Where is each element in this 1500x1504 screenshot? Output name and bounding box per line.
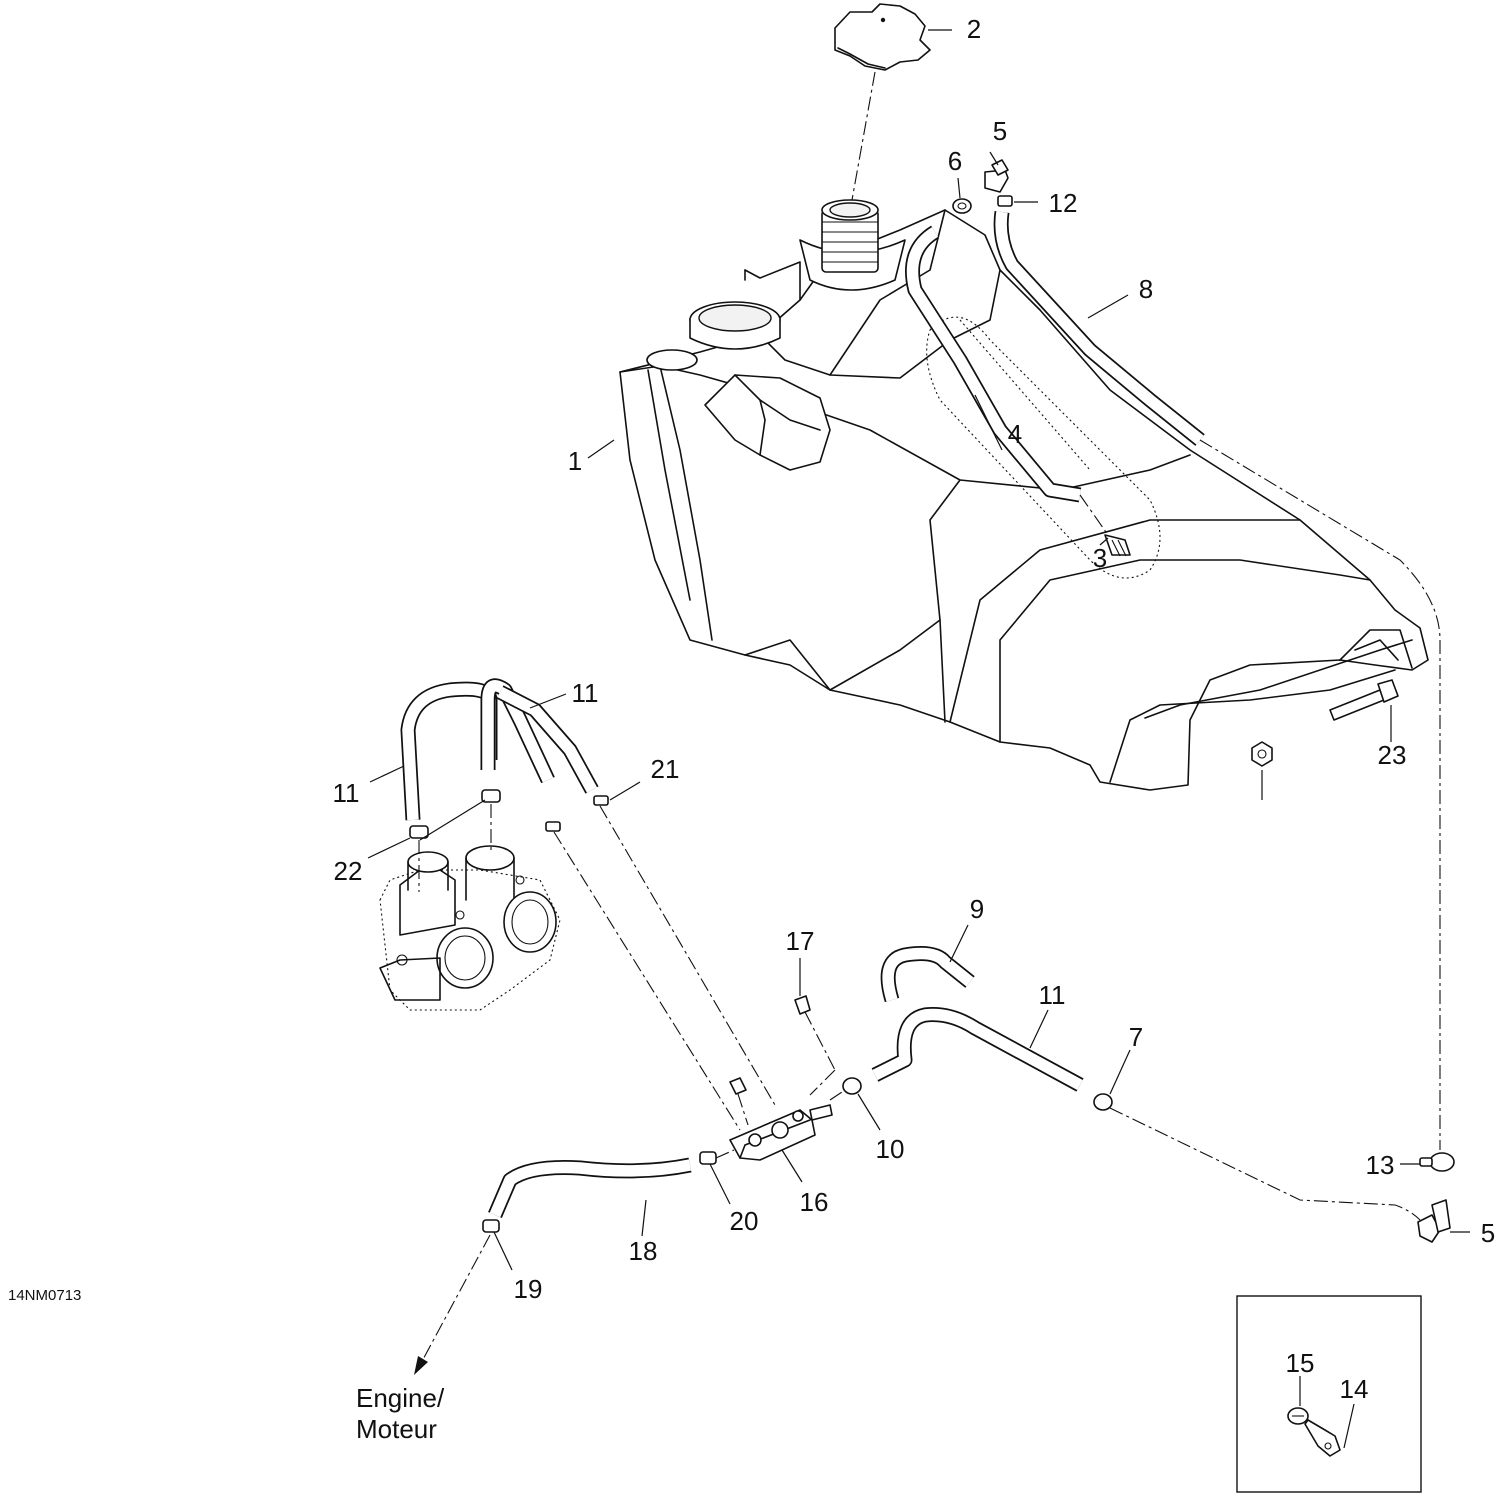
callout-5-top: 5 [993,116,1007,146]
fuel-line-to-engine [488,1157,692,1218]
fitting-7 [1093,1093,1113,1111]
fuel-valve-clips [729,995,811,1095]
callout-9: 9 [970,894,984,924]
destination-line1: Engine/ [356,1383,445,1413]
fuel-tank [619,199,1429,791]
callout-8: 8 [1139,274,1153,304]
leader-lines [367,29,1470,1449]
carburetor-vent-hoses [400,678,599,821]
hose-clamp-bottom [1419,1152,1455,1172]
fuel-hose-long [871,1007,1084,1092]
callout-3: 3 [1093,543,1107,573]
callout-16: 17 [786,926,815,956]
screw [1287,1407,1309,1425]
callout-19: 20 [730,1206,759,1236]
detail-inset [1236,1295,1422,1493]
hose-clamp-19 [699,1151,717,1165]
overflow-hose [993,210,1205,446]
vent-hose [905,225,1082,503]
drawing-code: 14NM0713 [8,1287,81,1304]
callout-20: 21 [651,754,680,784]
nut [1251,741,1273,767]
hose-clamp-18 [482,1219,500,1233]
filler-neck-threads [821,199,879,273]
callout-13: 14 [1340,1374,1369,1404]
fuel-hose-elbow [880,946,975,1003]
callout-10: 10 [876,1134,905,1164]
callout-5-bottom: 5 [1481,1218,1495,1248]
callout-2: 2 [967,14,981,44]
washer [952,198,972,214]
fuel-valve [729,1104,833,1161]
callout-7: 7 [1129,1022,1143,1052]
hose-clamp-top [997,195,1013,207]
fuel-cap [834,3,931,71]
callout-4: 4 [1008,419,1022,449]
hose-clamp-10 [842,1077,862,1095]
callout-14: 15 [1286,1348,1315,1378]
elbow-fitting-top [984,159,1009,193]
elbow-fitting-bottom [1417,1199,1451,1243]
callout-11-top: 11 [572,678,599,708]
callout-15: 16 [800,1187,829,1217]
callout-11-right: 11 [1039,980,1066,1010]
check-valve [1104,534,1131,557]
carburetor-assembly [379,845,561,1011]
destination-line2: Moteur [356,1414,437,1444]
engine-direction-arrow [414,1234,491,1375]
callout-6: 6 [948,146,962,176]
callout-18: 19 [514,1274,543,1304]
callout-12-bottom: 13 [1366,1150,1395,1180]
callout-1: 1 [568,446,582,476]
callout-11-left: 11 [333,778,360,808]
callout-17: 18 [629,1236,658,1266]
callout-21: 22 [334,856,363,886]
grommet-bracket [1304,1419,1341,1457]
bolt [1329,679,1399,721]
callout-labels: 2 5 6 12 8 1 4 3 11 11 21 22 23 9 17 11 … [333,14,1496,1404]
carburetor-clamps [409,789,609,839]
callout-22: 23 [1378,740,1407,770]
callout-12-top: 12 [1049,188,1078,218]
